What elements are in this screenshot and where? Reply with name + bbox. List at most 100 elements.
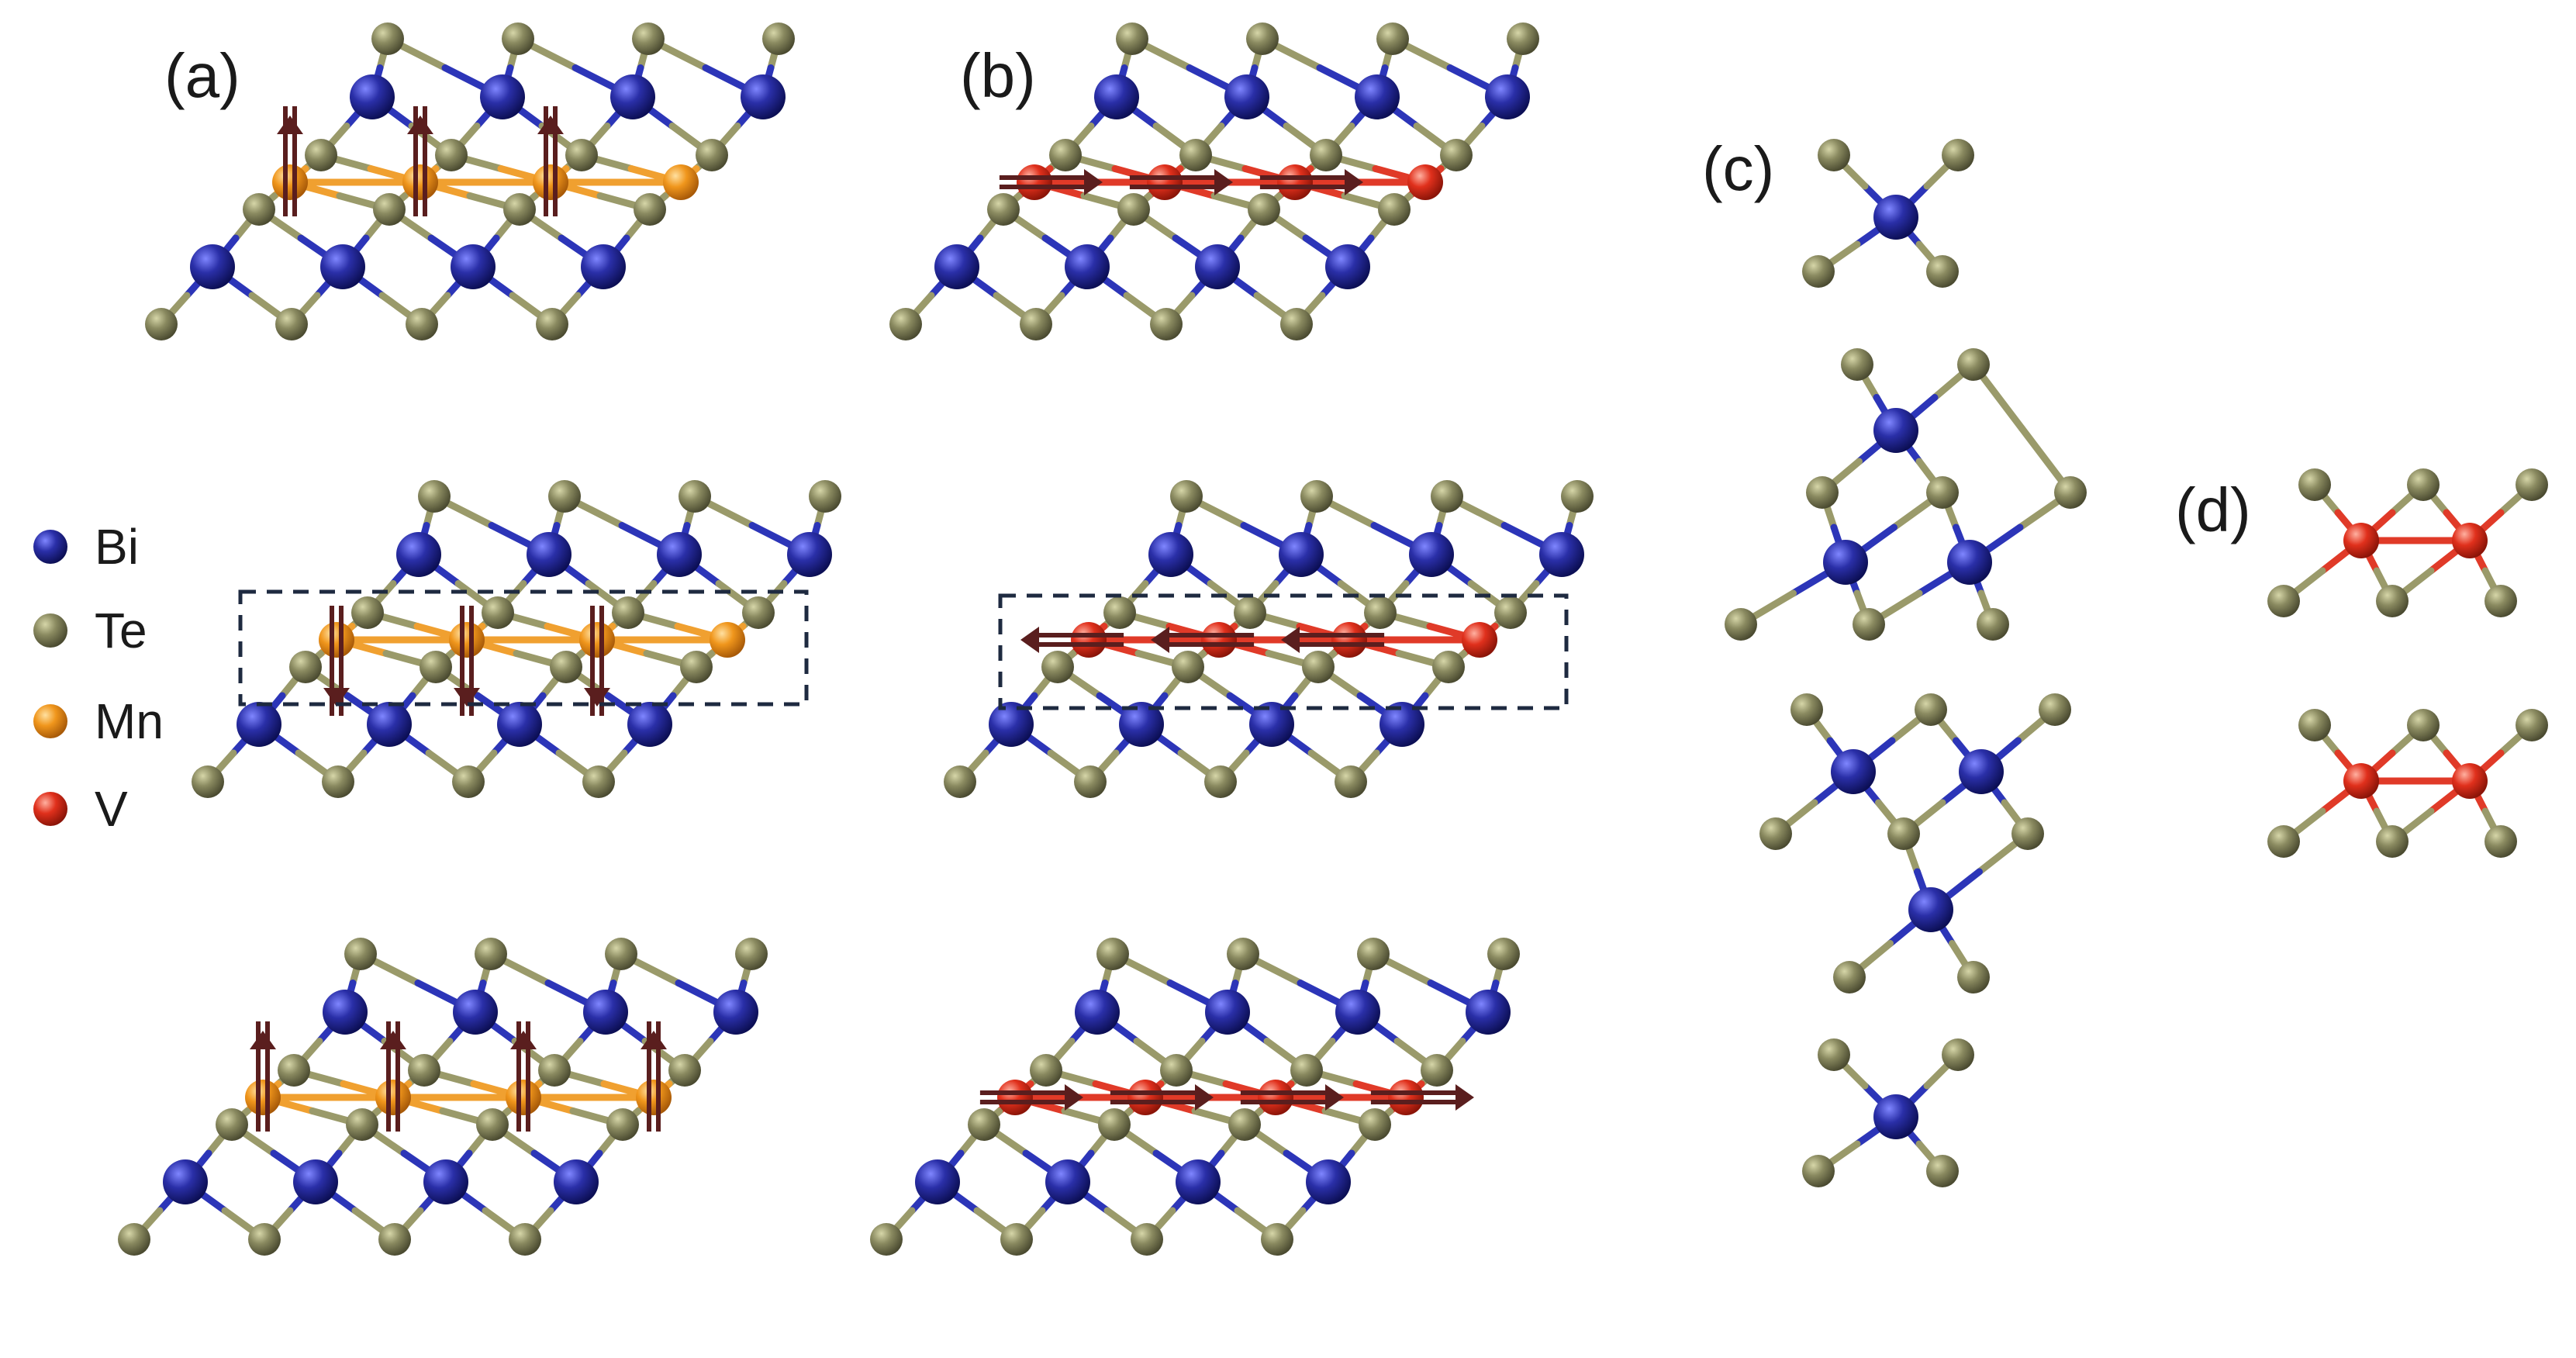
legend-label-te: Te [95,603,147,658]
legend-label-mn: Mn [95,693,164,749]
te-atom [502,22,534,55]
panel-label-b: (b) [960,41,1036,110]
te-atom [2267,585,2300,617]
legend-item-mn: Mn [33,693,164,749]
te-atom [2011,817,2044,850]
mn-atom [319,622,354,658]
te-atom [1096,938,1129,970]
te-atom [2039,693,2071,726]
te-atom [346,1108,378,1141]
bi-atom [1355,74,1400,119]
mn-atom [402,164,438,200]
te-atom [1432,651,1465,683]
te-atom [2407,709,2440,741]
spin-arrow-up [250,1021,276,1132]
te-atom [406,308,438,340]
te-atom [243,193,275,226]
bi-atom [396,532,441,577]
bi-atom [1306,1159,1351,1204]
te-atom [968,1108,1000,1141]
te-atom [1376,22,1409,55]
bi-atom [583,990,628,1035]
bi-atom [554,1159,599,1204]
dashed-selection-boxes [238,589,1569,710]
te-atom [742,596,775,629]
te-atom [548,480,581,513]
spin-arrow-up [407,106,433,216]
te-atom [1261,1223,1293,1256]
te-atom [668,1054,701,1087]
te-atom [344,938,377,970]
te-atom [1150,308,1183,340]
bi-atom [320,244,365,289]
spin-arrow-up [641,1021,667,1132]
te-atom [2376,825,2409,858]
bi-atom [423,1159,468,1204]
te-atom [1246,22,1279,55]
te-atom [680,651,713,683]
bi-atom [1539,532,1584,577]
te-atom [809,480,841,513]
bi-atom [480,74,525,119]
te-atom [1227,938,1259,970]
te-atom [1280,308,1313,340]
legend-item-v: V [33,781,128,837]
te-atom [1942,1038,1974,1071]
bi-atom [1075,990,1120,1035]
spin-arrow-up [537,106,564,216]
bi-atom [497,702,542,747]
bi-atom-icon [33,530,67,564]
te-atom [2484,585,2517,617]
spin-arrow-left [1020,627,1124,653]
te-atom [1172,651,1204,683]
bi-atom [1224,74,1269,119]
bi-atom [451,244,496,289]
te-atom [1957,348,1990,381]
bi-atom [741,74,786,119]
te-atom [1421,1054,1453,1087]
te-atom [1310,139,1342,171]
bi-atom [293,1159,338,1204]
te-atom [420,651,452,683]
te-atom [1302,651,1335,683]
spin-arrow-right [1259,169,1363,195]
te-atom [418,480,451,513]
spin-arrow-up [380,1021,406,1132]
te-atom [2407,468,2440,501]
spin-arrow-right [1110,1084,1214,1111]
panel-labels: (a) (b) (c) (d) [164,41,2251,544]
te-atom [870,1223,903,1256]
bi-atom [934,244,979,289]
te-atom [503,193,536,226]
te-atom [322,765,354,798]
te-atom [1759,817,1792,850]
te-atom [632,22,665,55]
legend-label-bi: Bi [95,519,139,575]
bi-atom [1959,749,2004,794]
te-atom [1357,938,1390,970]
bi-atom [367,702,412,747]
te-atom [1926,1155,1959,1187]
bi-atom [581,244,626,289]
bi-atom [323,990,368,1035]
v-atom [1071,622,1107,658]
te-atom [696,139,728,171]
te-atom [605,938,637,970]
v-atom [1147,164,1183,200]
bi-atom [787,532,832,577]
bi-atom [915,1159,960,1204]
te-atom [1487,938,1520,970]
v-atom [1201,622,1237,658]
bi-atom [1045,1159,1090,1204]
spin-arrow-right [999,169,1103,195]
te-atom [192,765,224,798]
dashed-box [998,593,1569,710]
te-atom [2298,468,2331,501]
te-atom [1802,1155,1835,1187]
v-atom [1127,1080,1163,1115]
bi-atom [1279,532,1324,577]
te-atom [1957,961,1990,993]
te-atom [1818,139,1850,171]
te-atom [1431,480,1463,513]
te-atom [889,308,922,340]
